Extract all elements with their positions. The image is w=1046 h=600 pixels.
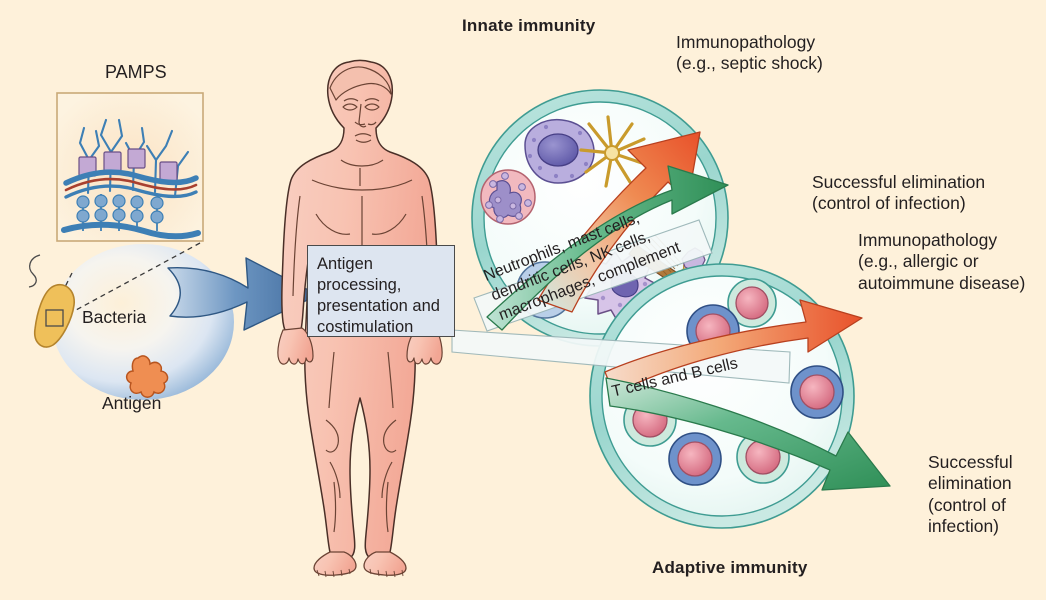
b-cell	[668, 432, 722, 486]
adaptive-immunity-title: Adaptive immunity	[652, 558, 808, 577]
innate-immunity-title: Innate immunity	[462, 16, 596, 35]
pamps-label: PAMPS	[105, 62, 167, 82]
pamps-inset	[56, 92, 204, 242]
blue-arrow	[167, 257, 319, 331]
mast-cell	[480, 169, 536, 225]
t-cell	[727, 278, 777, 328]
antigen-label: Antigen	[102, 393, 162, 413]
arrow-innate-success	[486, 165, 729, 331]
bacteria-label: Bacteria	[82, 307, 147, 327]
bacteria-icon	[28, 254, 75, 348]
adaptive-label-band	[451, 329, 791, 384]
antigen-processing-box: Antigen processing, presentation and cos…	[307, 245, 455, 337]
outcome-innate-immunopathology: Immunopathology (e.g., septic shock)	[676, 32, 823, 74]
b-cell	[790, 365, 844, 419]
arrow-adaptive-immunopathology	[604, 299, 863, 395]
dendritic-cell-nucleus	[604, 145, 620, 161]
outcome-adaptive-immunopathology: Immunopathology (e.g., allergic or autoi…	[858, 230, 1026, 293]
monocyte-cell	[524, 119, 595, 184]
antigen-icon	[125, 355, 169, 398]
outcome-innate-success: Successful elimination (control of infec…	[812, 172, 986, 214]
arrow-adaptive-success	[605, 377, 891, 491]
outcome-adaptive-success: Successful elimination (control of infec…	[928, 452, 1013, 537]
